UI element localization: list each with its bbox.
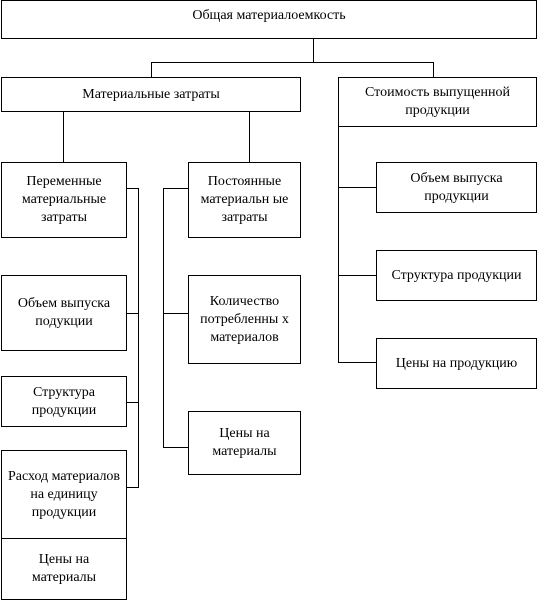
fixed-item-quantity: Количество потребленны х материалов xyxy=(188,275,301,364)
connector xyxy=(163,447,188,448)
variable-item-prices: Цены на материалы xyxy=(1,538,127,600)
connector xyxy=(126,487,139,488)
connector xyxy=(338,275,376,276)
connector xyxy=(138,188,139,488)
connector xyxy=(163,188,188,189)
connector xyxy=(338,362,376,363)
material-costs-box: Материальные затраты xyxy=(1,77,301,112)
connector xyxy=(313,38,314,63)
fixed-item-prices: Цены на материалы xyxy=(188,411,301,475)
connector xyxy=(338,126,339,362)
connector xyxy=(433,62,434,77)
output-cost-box: Стоимость выпущенной продукции xyxy=(338,77,537,127)
connector xyxy=(126,188,139,189)
connector xyxy=(126,313,139,314)
connector xyxy=(163,313,188,314)
connector xyxy=(63,111,64,163)
variable-costs-box: Переменные материальные затраты xyxy=(1,162,127,238)
root-box: Общая материалоемкость xyxy=(1,0,537,39)
connector xyxy=(151,62,434,63)
connector xyxy=(249,111,250,163)
connector xyxy=(163,188,164,448)
fixed-costs-box: Постоянные материальн ые затраты xyxy=(188,162,301,238)
output-item-structure: Структура продукции xyxy=(376,250,537,301)
variable-item-structure: Структура продукции xyxy=(1,376,127,427)
connector xyxy=(338,187,376,188)
output-item-prices: Цены на продукцию xyxy=(376,338,537,389)
connector xyxy=(126,402,139,403)
variable-item-output-volume: Объем выпуска подукции xyxy=(1,275,127,351)
output-item-volume: Объем выпуска продукции xyxy=(376,162,537,213)
variable-item-consumption: Расход материалов на единицу продукции xyxy=(1,450,127,539)
connector xyxy=(151,62,152,77)
